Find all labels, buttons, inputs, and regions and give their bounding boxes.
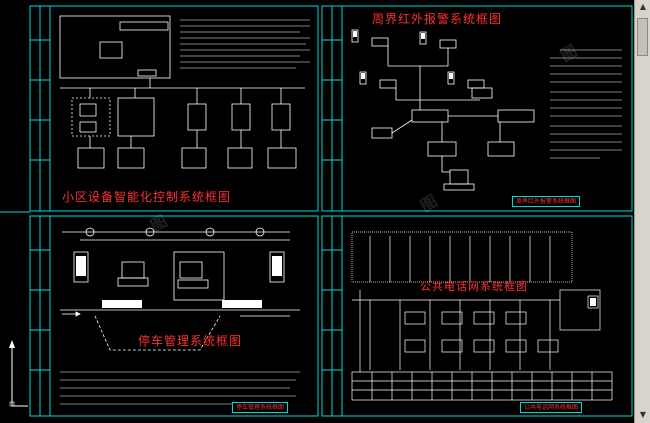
scrollbar-thumb[interactable]: [637, 18, 648, 56]
stamp-telephone: 公共电话网系统框图: [520, 402, 583, 413]
stamp-perimeter-alarm: 周界红外报警系统框图: [512, 196, 581, 207]
stamp-parking: 停车管理系统框图: [232, 402, 289, 413]
ucs-axis-icon: [9, 340, 28, 407]
title-telephone-network: 公共电话网系统框图: [420, 280, 528, 293]
title-perimeter-alarm: 周界红外报警系统框图: [372, 12, 503, 26]
scroll-up-arrow-icon[interactable]: ▲: [639, 2, 647, 11]
scroll-down-arrow-icon[interactable]: ▼: [639, 410, 647, 419]
title-parking-management: 停车管理系统框图: [138, 334, 243, 348]
drawing-linework: [0, 5, 633, 417]
title-device-control: 小区设备智能化控制系统框图: [62, 190, 232, 204]
vertical-scrollbar[interactable]: ▲ ▼: [634, 0, 650, 423]
